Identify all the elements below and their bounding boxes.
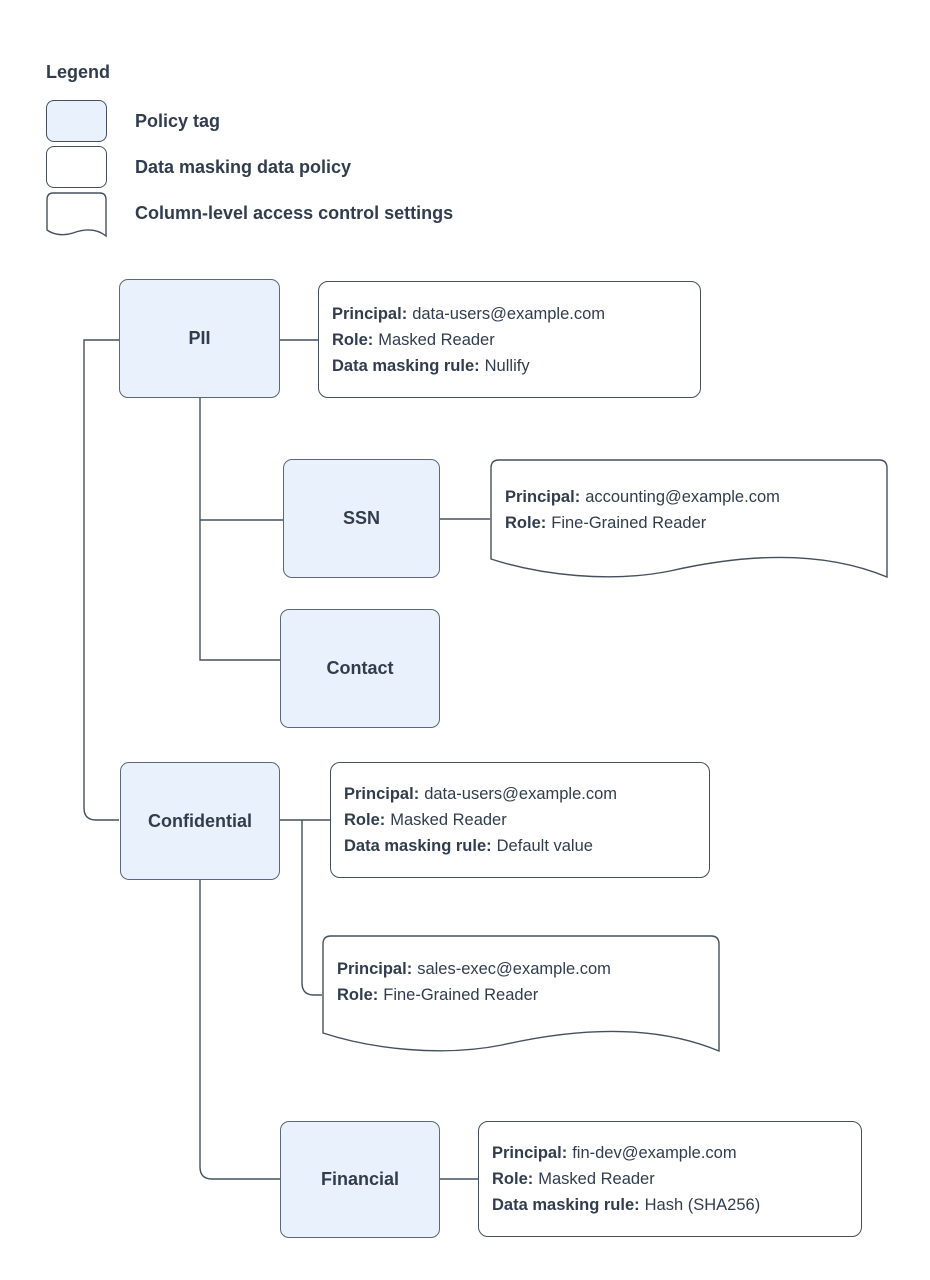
masking-policy-confidential: Principal:data-users@example.com Role:Ma… [330,762,710,878]
data-masking-policy-swatch [46,146,107,188]
legend-label: Column-level access control settings [135,202,454,223]
policy-tag-swatch [46,100,107,142]
access-control-confidential: Principal:sales-exec@example.com Role:Fi… [322,935,720,1055]
policy-tag-pii: PII [119,279,280,398]
edge-pii-children [199,398,283,661]
policy-line: Role:Masked Reader [344,811,507,829]
masking-policy-pii: Principal:data-users@example.com Role:Ma… [318,281,701,398]
policy-line: Principal:data-users@example.com [344,785,618,803]
policy-tag-confidential: Confidential [120,762,280,880]
legend-title: Legend [46,62,111,82]
masking-policy-financial: Principal:fin-dev@example.com Role:Maske… [478,1121,862,1237]
policy-line: Principal:data-users@example.com [332,304,606,323]
edge-confidential-policies [280,819,330,996]
policy-line: Role:Fine-Grained Reader [505,514,707,532]
policy-line: Role:Masked Reader [492,1170,655,1188]
document-shape [490,459,888,579]
policy-tag-label: SSN [342,508,380,528]
policy-tag-label: Confidential [148,810,252,831]
policy-line: Principal:fin-dev@example.com [492,1144,737,1162]
policy-line: Data masking rule:Default value [344,837,593,855]
column-access-control-swatch [46,192,107,238]
legend-label: Data masking data policy [135,156,352,177]
policy-tag-contact: Contact [280,609,440,728]
document-shape [322,935,720,1053]
policy-tag-financial: Financial [280,1121,440,1238]
policy-tag-label: PII [188,328,211,348]
policy-line: Role:Masked Reader [332,330,495,349]
policy-line: Role:Fine-Grained Reader [337,986,539,1004]
policy-tag-ssn: SSN [283,459,440,578]
policy-tag-label: Financial [320,1169,400,1189]
policy-line: Data masking rule:Hash (SHA256) [492,1196,761,1214]
edge-pii-confidential [83,339,119,821]
edge-confidential-financial [199,880,280,1180]
legend-item-column-access: Column-level access control settings [46,192,453,238]
policy-line: Data masking rule:Nullify [332,356,530,375]
policy-line: Principal:sales-exec@example.com [337,960,611,978]
access-control-ssn: Principal:accounting@example.com Role:Fi… [490,459,888,581]
policy-tag-label: Contact [326,658,394,678]
legend-label: Policy tag [135,110,221,131]
policy-line: Principal:accounting@example.com [505,488,780,506]
